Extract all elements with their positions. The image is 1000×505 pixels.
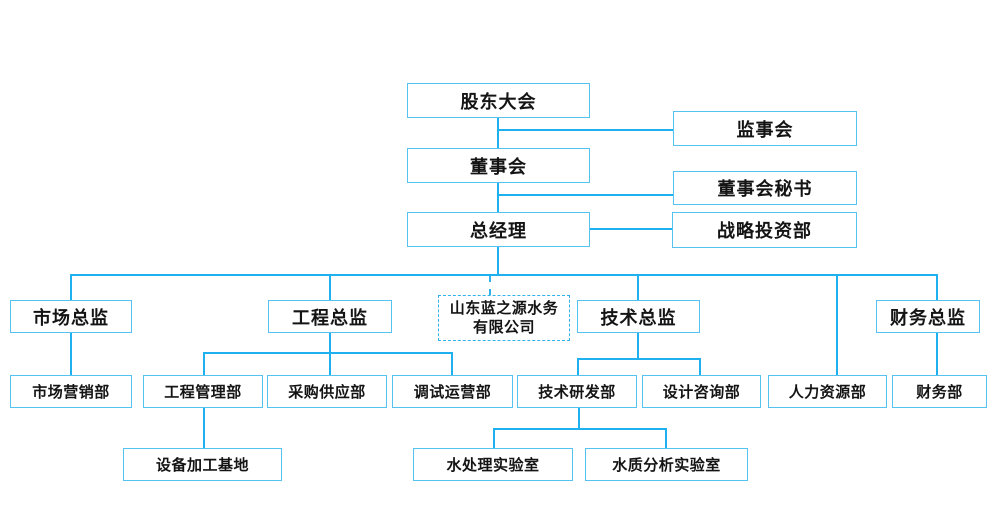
node-tech-rd-dept: 技术研发部 bbox=[517, 375, 637, 408]
node-engineering-mgmt-dept: 工程管理部 bbox=[143, 375, 263, 408]
node-procurement-supply-dept: 采购供应部 bbox=[267, 375, 387, 408]
node-marketing-director: 市场总监 bbox=[10, 300, 132, 333]
connector-gm-to-strategic-investment bbox=[590, 228, 672, 230]
node-commissioning-ops-dept: 调试运营部 bbox=[392, 375, 513, 408]
node-label: 股东大会 bbox=[460, 91, 537, 112]
node-label: 水处理实验室 bbox=[446, 457, 540, 474]
connector-bus-to-hr-dept bbox=[836, 274, 838, 376]
node-finance-dept: 财务部 bbox=[892, 375, 987, 408]
connector-to-board-secretary bbox=[497, 194, 673, 196]
node-label: 财务部 bbox=[916, 384, 963, 401]
company-name-line1: 山东蓝之源水务 bbox=[449, 299, 559, 317]
connector-bus-to-company-dashed bbox=[489, 276, 491, 295]
node-label: 市场总监 bbox=[33, 307, 109, 328]
connector-shareholders-to-board bbox=[497, 118, 499, 149]
connector-technical-director-down bbox=[637, 333, 639, 360]
connector-bus-to-technical-director bbox=[637, 274, 639, 301]
connector-board-to-gm bbox=[497, 183, 499, 212]
connector-engineering-director-down bbox=[329, 333, 331, 376]
connector-engineering-branch bbox=[203, 352, 453, 354]
node-label: 市场营销部 bbox=[32, 384, 110, 401]
node-label: 战略投资部 bbox=[717, 221, 812, 241]
node-label: 工程总监 bbox=[292, 307, 368, 328]
node-strategic-investment-dept: 战略投资部 bbox=[672, 212, 857, 248]
node-label: 技术总监 bbox=[600, 307, 677, 328]
connector-branch-to-rd-dept bbox=[577, 358, 579, 376]
node-general-manager: 总经理 bbox=[407, 212, 590, 247]
node-water-quality-analysis-lab: 水质分析实验室 bbox=[585, 448, 748, 481]
connector-to-supervisory-board bbox=[497, 129, 675, 131]
node-company-name: 山东蓝之源水务 有限公司 bbox=[438, 295, 570, 341]
node-technical-director: 技术总监 bbox=[577, 300, 700, 333]
connector-finance-director-to-dept bbox=[936, 333, 938, 376]
connector-lab-branch bbox=[493, 428, 667, 430]
connector-marketing-director-to-dept bbox=[70, 333, 72, 376]
connector-engineering-mgmt-to-base bbox=[203, 408, 205, 449]
node-equipment-processing-base: 设备加工基地 bbox=[123, 448, 282, 481]
node-label: 董事会 bbox=[470, 156, 527, 177]
connector-technical-branch bbox=[577, 358, 701, 360]
node-design-consulting-dept: 设计咨询部 bbox=[642, 375, 761, 408]
connector-bus-to-engineering-director bbox=[329, 274, 331, 301]
node-supervisory-board: 监事会 bbox=[673, 111, 857, 146]
node-label: 监事会 bbox=[736, 119, 794, 140]
node-label: 设计咨询部 bbox=[662, 384, 741, 401]
node-shareholders-meeting: 股东大会 bbox=[407, 83, 590, 118]
node-label: 财务总监 bbox=[890, 307, 966, 328]
connector-main-bus bbox=[70, 274, 938, 276]
node-label: 技术研发部 bbox=[538, 384, 616, 401]
node-label: 人力资源部 bbox=[788, 384, 867, 401]
node-label: 总经理 bbox=[470, 220, 527, 241]
node-label: 工程管理部 bbox=[164, 384, 242, 401]
connector-bus-to-marketing-director bbox=[70, 274, 72, 301]
connector-branch-to-water-quality-lab bbox=[665, 428, 667, 449]
connector-branch-to-design-consulting bbox=[699, 358, 701, 376]
node-label: 水质分析实验室 bbox=[612, 457, 721, 474]
connector-gm-to-bus bbox=[497, 247, 499, 275]
node-hr-dept: 人力资源部 bbox=[768, 375, 887, 408]
connector-bus-to-finance-director bbox=[936, 274, 938, 301]
node-board-secretary: 董事会秘书 bbox=[673, 171, 857, 205]
node-label: 采购供应部 bbox=[288, 384, 366, 401]
company-name-line2: 有限公司 bbox=[472, 319, 535, 336]
node-label: 董事会秘书 bbox=[717, 179, 813, 199]
connector-branch-to-commissioning bbox=[451, 352, 453, 376]
node-label: 调试运营部 bbox=[413, 384, 492, 401]
connector-branch-to-engineering-mgmt bbox=[203, 352, 205, 376]
connector-branch-to-water-treatment-lab bbox=[493, 428, 495, 449]
node-label: 设备加工基地 bbox=[155, 457, 249, 474]
node-board-of-directors: 董事会 bbox=[407, 148, 590, 183]
node-finance-director: 财务总监 bbox=[876, 300, 980, 333]
node-marketing-dept: 市场营销部 bbox=[10, 375, 132, 408]
node-engineering-director: 工程总监 bbox=[268, 300, 392, 333]
connector-rd-dept-down bbox=[578, 408, 580, 429]
node-water-treatment-lab: 水处理实验室 bbox=[413, 448, 573, 481]
